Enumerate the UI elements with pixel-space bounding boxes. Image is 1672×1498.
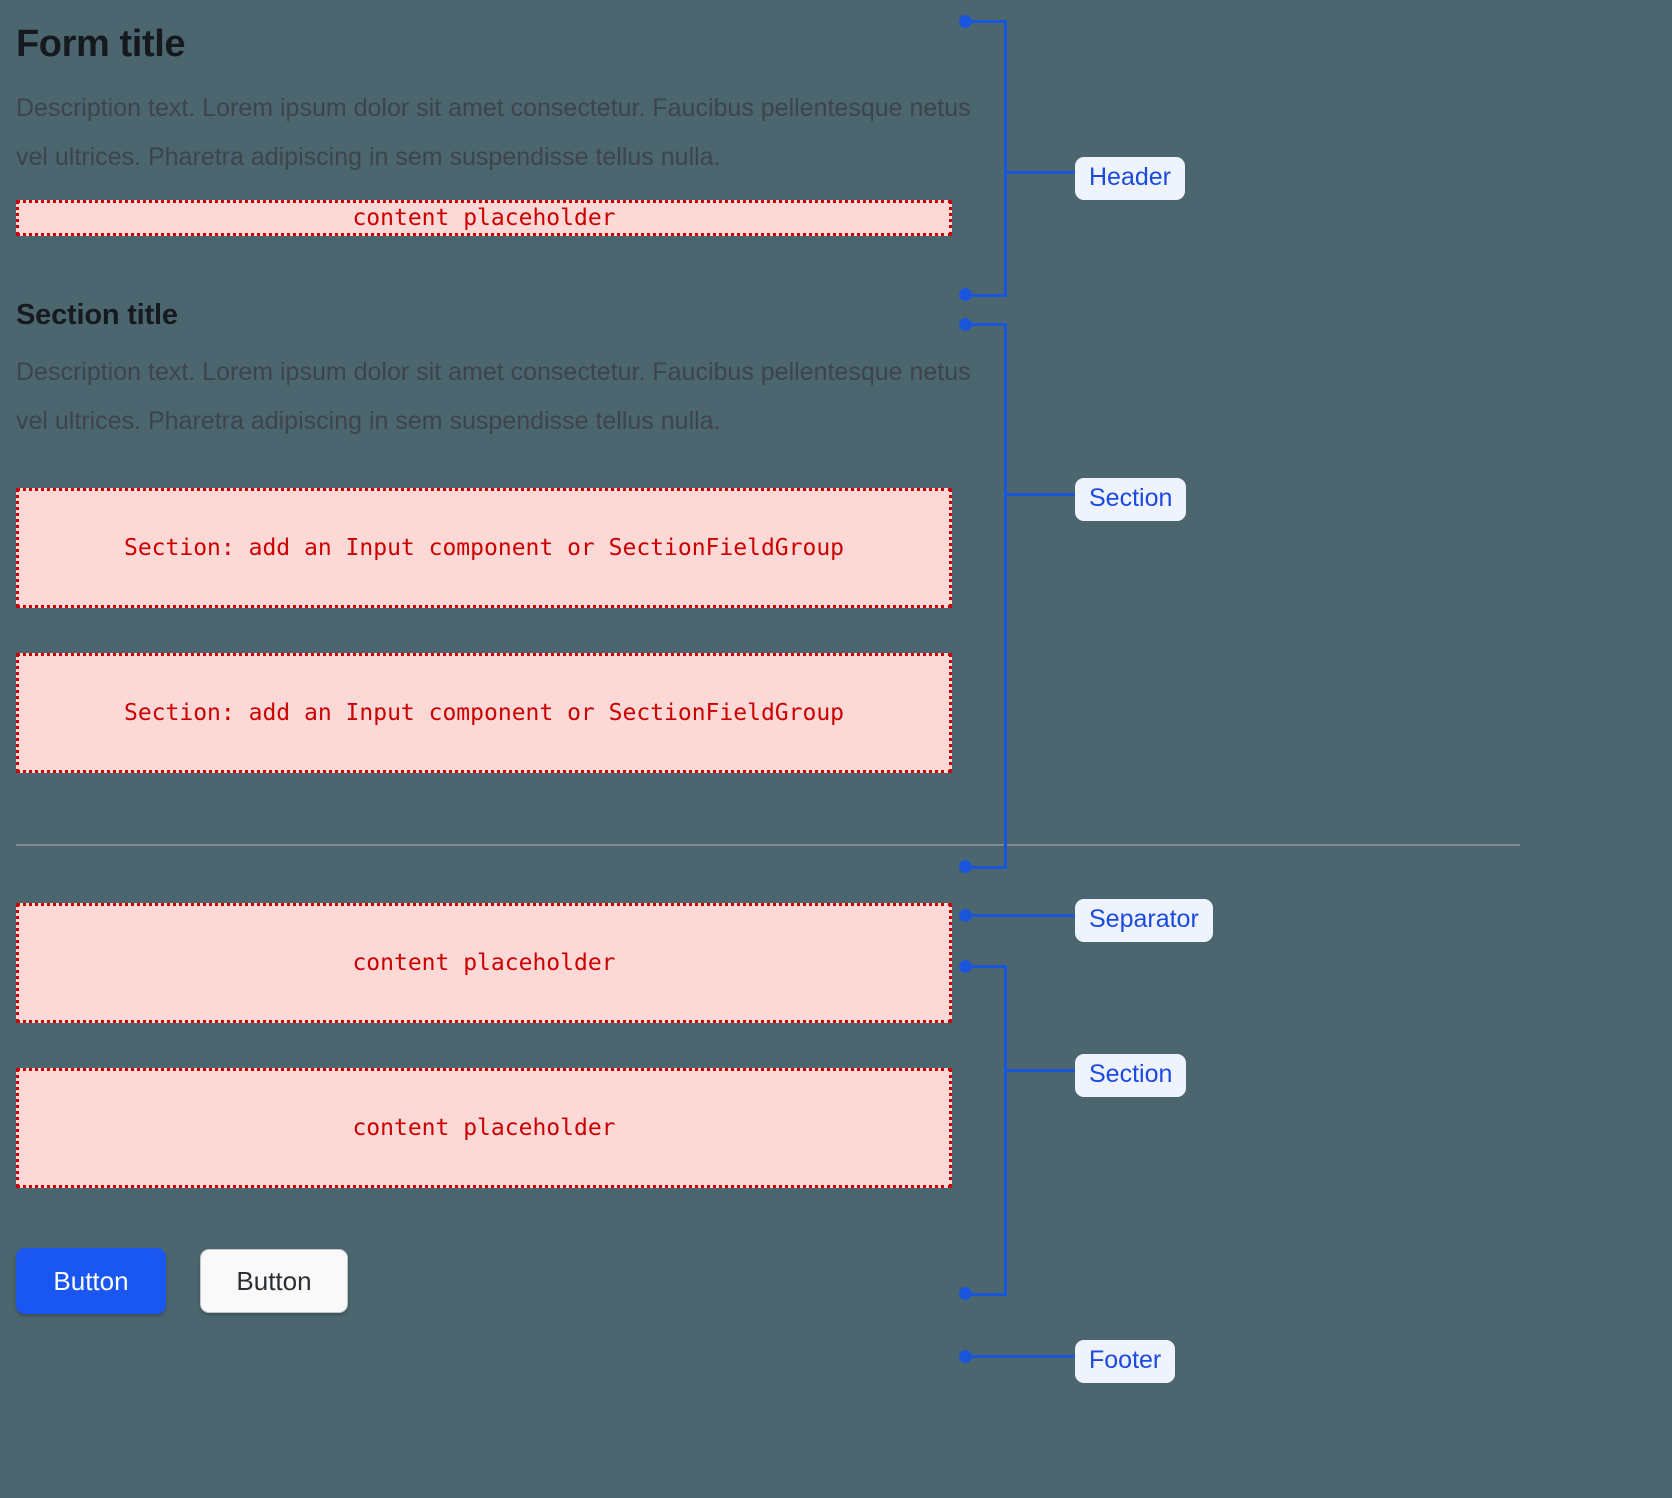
form-column: Form title Description text. Lorem ipsum… <box>16 0 1520 1315</box>
section-one-title: Section title <box>16 298 178 331</box>
separator <box>16 844 1520 847</box>
footer-marker-leader <box>965 1355 1077 1358</box>
section-two-content-placeholder[interactable]: content placeholder <box>16 903 952 1024</box>
header-description: Description text. Lorem ipsum dolor sit … <box>16 93 971 171</box>
form-footer: Button Button <box>16 1248 1036 1315</box>
primary-button[interactable]: Button <box>16 1248 166 1315</box>
annotation-label-section-two[interactable]: Section <box>1075 1054 1187 1097</box>
page-title: Form title <box>16 23 186 65</box>
annotation-label-header[interactable]: Header <box>1075 157 1185 200</box>
form-header: Form title Description text. Lorem ipsum… <box>16 0 1036 236</box>
section-two-content-placeholder[interactable]: content placeholder <box>16 1068 952 1189</box>
section-field-placeholder[interactable]: Section: add an Input component or Secti… <box>16 653 952 774</box>
section-two: content placeholder content placeholder <box>16 903 1036 1189</box>
section-field-placeholder[interactable]: Section: add an Input component or Secti… <box>16 488 952 609</box>
annotation-label-section-one[interactable]: Section <box>1075 478 1187 521</box>
annotation-label-separator[interactable]: Separator <box>1075 899 1213 942</box>
annotation-label-footer[interactable]: Footer <box>1075 1340 1176 1383</box>
section-one: Section title Description text. Lorem ip… <box>16 298 1036 774</box>
footer-marker-dot <box>959 1350 972 1363</box>
section-one-description: Description text. Lorem ipsum dolor sit … <box>16 358 971 436</box>
header-content-placeholder[interactable]: content placeholder <box>16 199 952 236</box>
secondary-button[interactable]: Button <box>200 1249 348 1314</box>
